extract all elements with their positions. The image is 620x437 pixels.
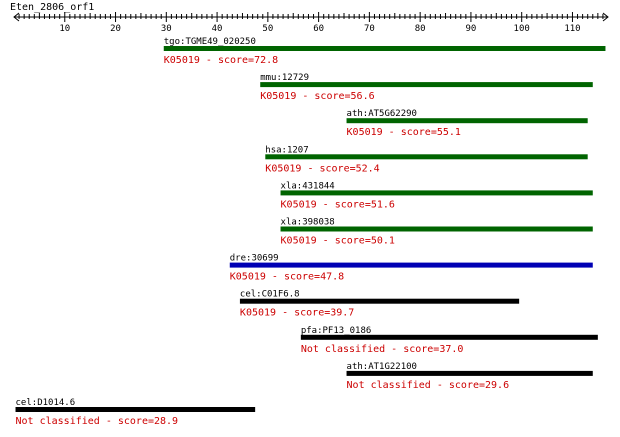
hit-name[interactable]: ath:AT1G22100 (347, 362, 417, 372)
hit-annotation[interactable]: Not classified - score=37.0 (301, 344, 464, 355)
hit-name[interactable]: xla:398038 (281, 218, 335, 228)
hit-bar[interactable] (300, 334, 598, 340)
axis-tick-label: 100 (514, 24, 530, 34)
hit-annotation[interactable]: K05019 - score=47.8 (230, 272, 344, 283)
axis-tick-label: 40 (212, 24, 223, 34)
hit-name[interactable]: xla:431844 (281, 181, 335, 191)
hit-bar[interactable] (260, 82, 593, 88)
hit-bar[interactable] (346, 370, 593, 376)
axis-tick-label: 60 (313, 24, 324, 34)
axis-tick-label: 110 (564, 24, 580, 34)
hit-name[interactable]: cel:D1014.6 (16, 398, 76, 408)
hit-annotation[interactable]: Not classified - score=29.6 (347, 380, 510, 391)
axis-tick-label: 70 (364, 24, 375, 34)
hit-bar[interactable] (265, 154, 588, 160)
hit-bar[interactable] (15, 407, 256, 412)
axis-right-arrow (602, 12, 609, 22)
hit-name[interactable]: dre:30699 (230, 254, 279, 264)
hit-bar[interactable] (280, 190, 593, 196)
axis-tick-label: 90 (466, 24, 477, 34)
hit-annotation[interactable]: K05019 - score=72.8 (164, 55, 278, 66)
hit-annotation[interactable]: K05019 - score=51.6 (281, 199, 395, 210)
hit-name[interactable]: mmu:12729 (260, 73, 309, 83)
hit-annotation[interactable]: K05019 - score=52.4 (265, 163, 379, 174)
hit-name[interactable]: hsa:1207 (265, 145, 308, 155)
hit-name[interactable]: tgo:TGME49_020250 (164, 37, 256, 47)
hit-name[interactable]: pfa:PF13_0186 (301, 326, 371, 336)
axis-tick-label: 50 (262, 24, 273, 34)
hit-bar[interactable] (229, 262, 593, 268)
axis-tick-label: 80 (415, 24, 426, 34)
hit-annotation[interactable]: Not classified - score=28.9 (16, 416, 179, 427)
hit-bar[interactable] (280, 226, 593, 232)
axis-left-arrow (13, 12, 20, 22)
hit-bar[interactable] (346, 118, 588, 124)
hit-annotation[interactable]: K05019 - score=50.1 (281, 236, 395, 247)
query-title: Eten_2806_orf1 (10, 2, 94, 13)
hit-bar[interactable] (163, 46, 606, 51)
axis-tick-label: 20 (110, 24, 121, 34)
hit-annotation[interactable]: K05019 - score=55.1 (347, 127, 461, 138)
position-axis: 10 20 30 40 50 60 70 80 90 100 110 (13, 12, 609, 34)
hit-annotation[interactable]: K05019 - score=39.7 (240, 308, 354, 319)
axis-tick-label: 10 (59, 24, 70, 34)
hit-name[interactable]: cel:C01F6.8 (240, 290, 300, 300)
axis-tick-label: 30 (161, 24, 172, 34)
hit-bar[interactable] (239, 298, 520, 304)
hit-annotation[interactable]: K05019 - score=56.6 (260, 91, 374, 102)
hit-name[interactable]: ath:AT5G62290 (347, 109, 417, 119)
